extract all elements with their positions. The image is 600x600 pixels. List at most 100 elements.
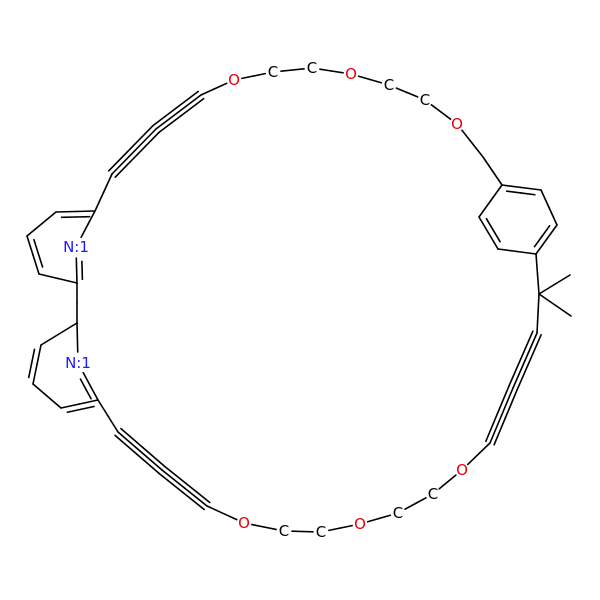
triple-bond-a2-a3 (129, 125, 154, 150)
triple-bond-b1-b2 (136, 453, 160, 475)
single-bond-c4-o3 (430, 104, 442, 113)
double-bond-r1c4-r1c5 (37, 252, 44, 268)
double-bond-r2c6-n2 (89, 385, 99, 401)
double-bond-r2c3-r2c4 (32, 363, 38, 385)
single-bond-o1-c1 (252, 72, 266, 77)
double-bond-r2c5-r2c6 (79, 405, 95, 411)
triple-bond-a2-a3 (133, 128, 157, 153)
single-bond-r2c4-r2c5 (32, 383, 48, 397)
atom-label-c4: C (420, 91, 430, 109)
single-bond-r2c2-r2c3 (40, 333, 60, 346)
single-bond-c2-o2 (330, 70, 344, 74)
atom-label-layer: O C C O C C O N:1 N:1 O C C O C C O (63, 59, 468, 541)
atom-label-c8: C (428, 485, 438, 503)
triple-bond-a2-a3 (107, 147, 132, 172)
triple-bond-a1-a2 (174, 90, 200, 110)
triple-bond-b2-b3 (158, 472, 183, 493)
single-bond-o5-c7 (378, 514, 392, 520)
double-bond-bz4-bz5 (505, 190, 522, 194)
double-bond-r2c6-n2 (79, 378, 87, 390)
atom-label-o1: O (228, 71, 240, 89)
double-bond-r2c6-n2 (84, 388, 92, 400)
single-bond-c3-c4 (406, 91, 419, 98)
triple-bond-b1-b2 (120, 427, 144, 449)
atom-label-c1: C (268, 63, 278, 81)
triple-bond-b2-b3 (161, 469, 186, 489)
triple-bond-b2-b3 (180, 490, 205, 511)
single-bond-r1c5-r1c6 (38, 273, 59, 280)
triple-bond-a1-a2 (152, 107, 177, 127)
single-bond-bz1-bz2 (516, 250, 537, 255)
single-bond-cq-me1 (553, 274, 571, 286)
atom-label-n1: N:1 (63, 238, 89, 256)
atom-label-c5: C (279, 522, 289, 540)
single-bond-c1-c2 (280, 69, 294, 72)
triple-bond-a2-a3 (114, 153, 139, 178)
atom-label-c7: C (393, 504, 403, 522)
single-bond-a1-o1 (213, 82, 228, 90)
single-bond-d3-cq (537, 293, 540, 315)
triple-bond-b2-b3 (164, 465, 189, 486)
triple-bond-a2-a3 (111, 150, 135, 175)
double-bond-r2c3-r2c4 (27, 362, 33, 379)
single-bond-c6-o5 (339, 524, 353, 529)
single-bond-c3-c4 (395, 87, 408, 94)
single-bond-o4-c5 (251, 523, 265, 528)
triple-bond-d2-d3 (516, 361, 530, 391)
atom-label-o6: O (456, 461, 468, 479)
triple-bond-b1-b2 (139, 450, 163, 471)
single-bond-cq-bz1 (535, 253, 539, 275)
triple-bond-d1-d2 (500, 387, 514, 417)
double-bond-r1c4-r1c5 (26, 235, 34, 256)
triple-bond-b1-b2 (114, 434, 138, 456)
single-bond-a3-r1c2 (102, 173, 113, 194)
triple-bond-b1-b2 (117, 431, 141, 452)
triple-bond-d2-d3 (520, 330, 534, 360)
single-bond-r1c3-r1c4 (26, 223, 43, 237)
single-bond-r2c6-b1 (107, 415, 119, 433)
single-bond-o2-c3 (369, 78, 383, 84)
triple-bond-d2-d3 (508, 357, 522, 388)
single-bond-n1-r1c2 (80, 223, 89, 239)
triple-bond-d1-d2 (493, 416, 507, 446)
triple-bond-d1-d2 (504, 388, 518, 419)
single-bond-o3-bzO (461, 129, 474, 145)
single-bond-cq-me1 (538, 283, 556, 295)
double-bond-r2c3-r2c4 (36, 344, 42, 366)
triple-bond-a1-a2 (155, 111, 180, 130)
single-bond-bz5-bz6 (540, 189, 550, 209)
double-bond-r2c3-r2c4 (30, 348, 36, 365)
double-bond-bz4-bz5 (520, 186, 542, 191)
triple-bond-a1-a2 (180, 97, 205, 117)
atom-label-o2: O (345, 65, 357, 83)
single-bond-o6-d1 (466, 452, 480, 466)
single-bond-bz3-bz4 (489, 184, 503, 202)
single-bond-r1c3-r1c4 (40, 211, 57, 225)
double-bond-bz6-bz1 (541, 225, 551, 238)
triple-bond-b1-b2 (142, 446, 166, 468)
single-bond-b3-o4 (221, 512, 238, 521)
single-bond-o3-bzO (471, 142, 484, 158)
single-bond-bzO-bz4 (482, 156, 494, 172)
single-bond-c7-c8 (404, 502, 417, 510)
single-bond-c4-o3 (440, 111, 452, 120)
atom-label-o3: O (451, 115, 463, 133)
triple-bond-a2-a3 (136, 131, 161, 156)
single-bond-o1-c1 (241, 75, 255, 80)
double-bond-r2c6-n2 (82, 371, 92, 388)
triple-bond-b2-b3 (183, 487, 208, 507)
single-bond-bz3-bz4 (478, 200, 492, 218)
double-bond-r1c4-r1c5 (32, 254, 40, 275)
single-bond-o5-c7 (366, 517, 380, 523)
double-bond-bz6-bz1 (533, 235, 543, 248)
double-bond-bz2-bz3 (478, 216, 490, 234)
single-bond-c1-c2 (291, 68, 305, 71)
triple-bond-d2-d3 (528, 333, 542, 364)
triple-bond-d2-d3 (524, 332, 538, 362)
single-bond-cq-me2 (554, 304, 572, 317)
atom-label-o5: O (354, 515, 366, 533)
single-bond-a3-r1c2 (94, 191, 105, 212)
single-bond-r2c4-r2c5 (46, 395, 62, 409)
single-bond-bz1-bz2 (497, 248, 518, 253)
